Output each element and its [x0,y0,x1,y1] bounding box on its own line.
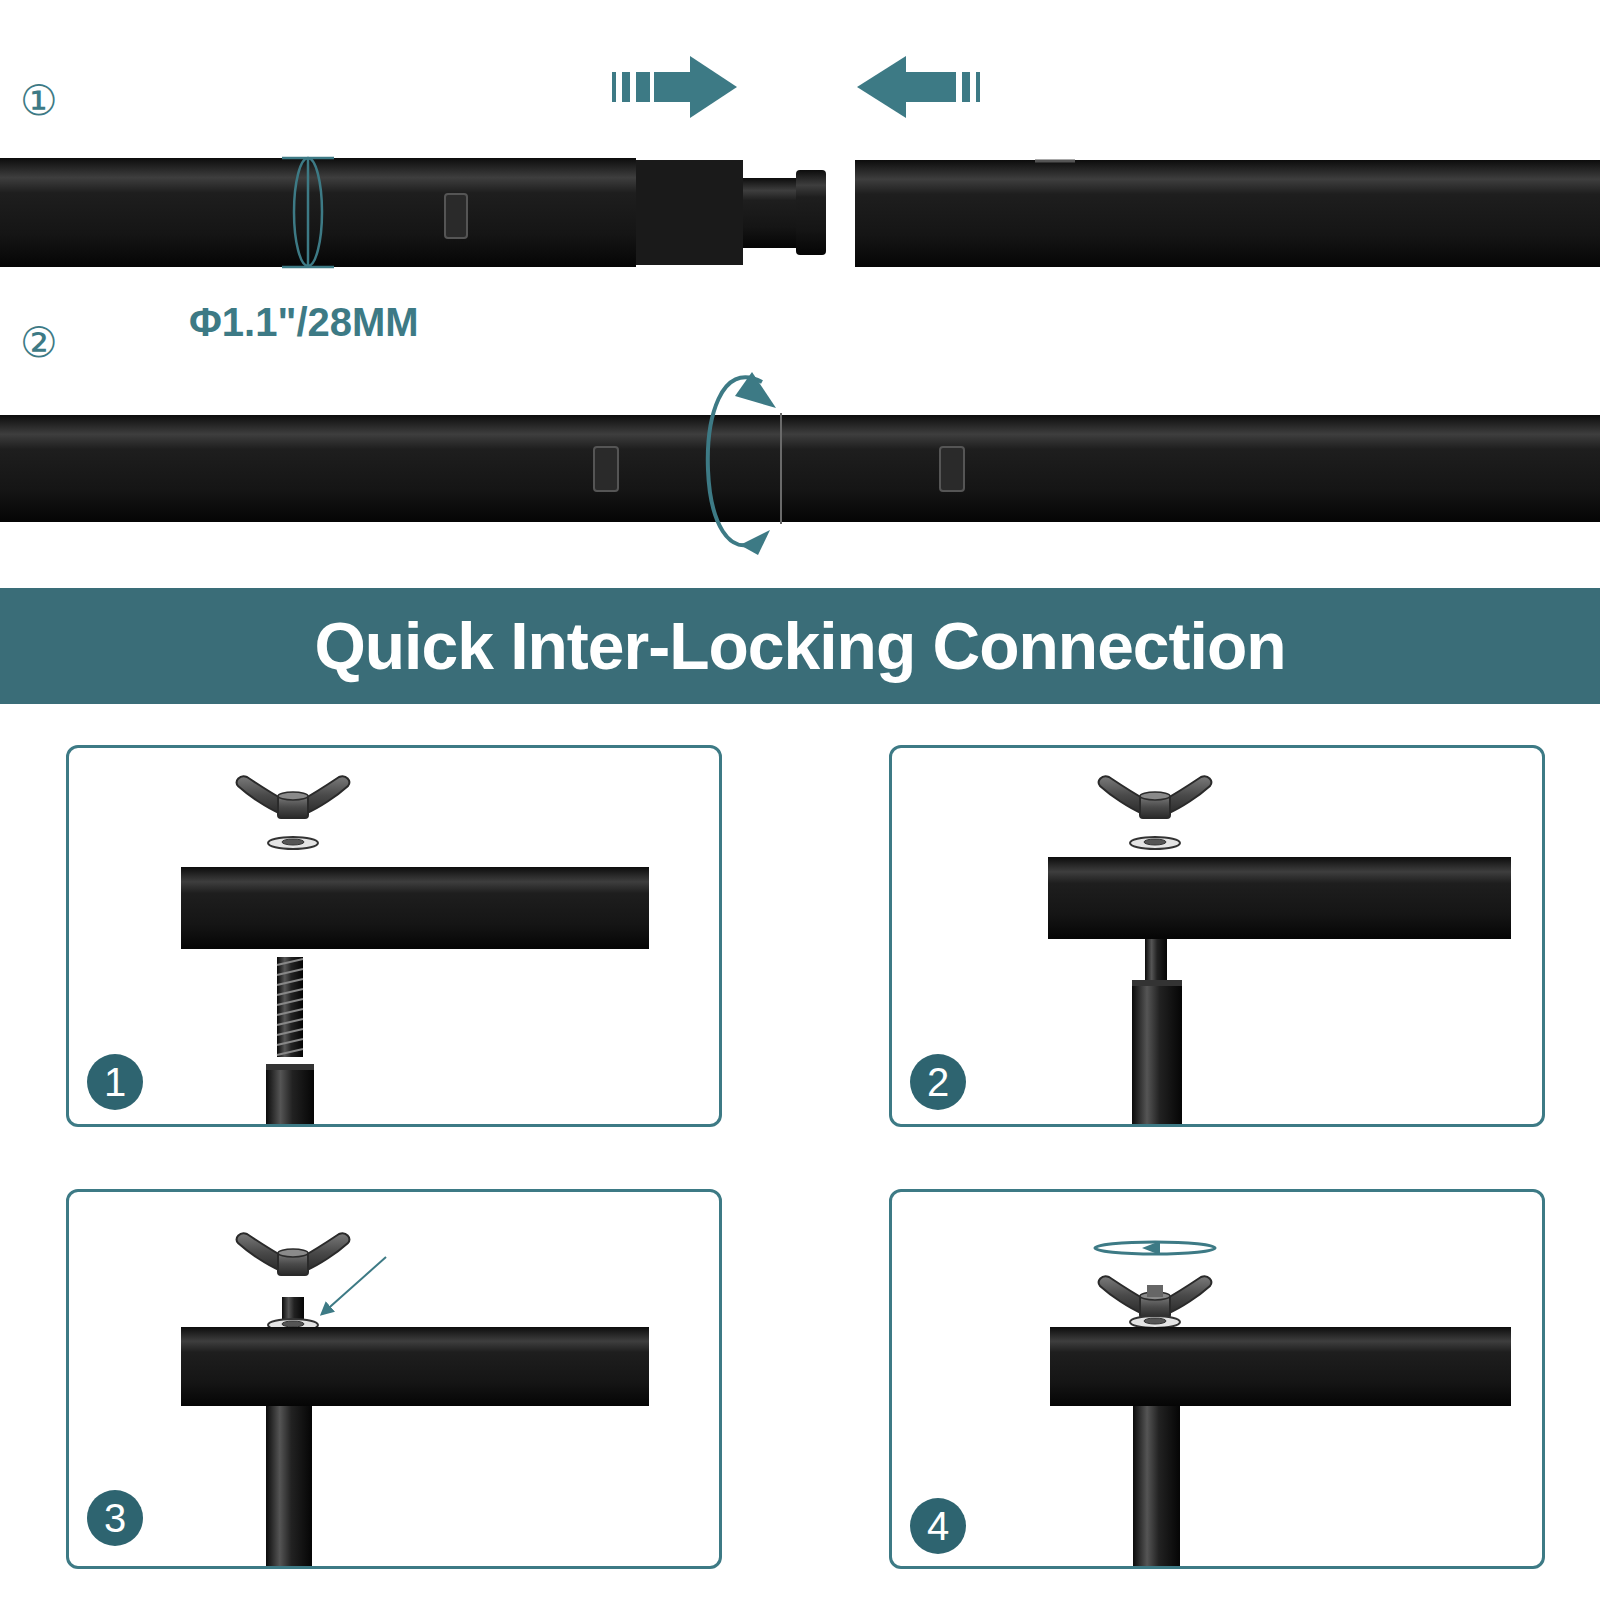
step-panel: 4 [889,1189,1545,1569]
step-panel: 3 [66,1189,722,1569]
dimension-label: Φ1.1"/28MM [189,300,419,345]
title-band: Quick Inter-Locking Connection [0,588,1600,704]
callout-number: ① [20,76,58,125]
step-number: 1 [87,1054,143,1110]
title-text: Quick Inter-Locking Connection [314,608,1285,684]
step-number: 3 [87,1490,143,1546]
step-number: 2 [910,1054,966,1110]
callout-number: ② [20,318,58,367]
step-number: 4 [910,1498,966,1554]
step-panel: 1 [66,745,722,1127]
step-panel: 2 [889,745,1545,1127]
